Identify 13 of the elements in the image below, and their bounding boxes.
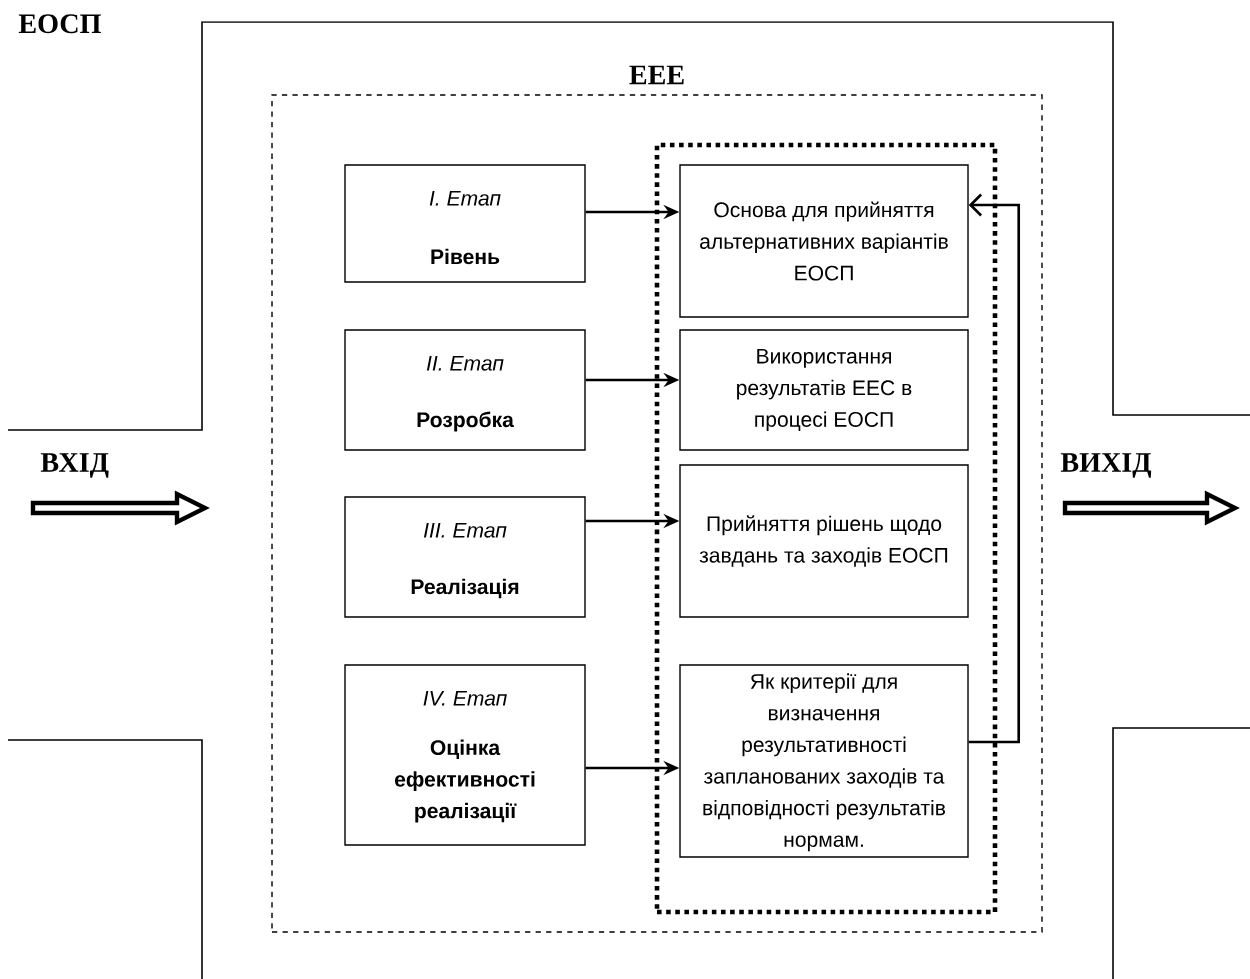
- node-label: ЕЕЕ: [629, 65, 684, 85]
- process-box: Використання результатів ЕЕС в процесі ЕОСП: [679, 329, 969, 451]
- process-box: Прийняття рішень щодо завдань та заходів ЕОСП: [679, 464, 969, 618]
- process-box: Основа для прийняття альтернативних варіантів ЕОСП: [679, 164, 969, 318]
- arrow: [968, 193, 1021, 744]
- heading: ВИХІД: [1060, 453, 1152, 478]
- process-box: III. Етап Реалізація: [344, 496, 586, 618]
- process-box: II. Етап Розробка: [344, 329, 586, 451]
- process-box: Як критерії для визначення результативності запланованих заходів та відповідності результатів нормам.: [679, 664, 969, 858]
- process-box: I. Етап Рівень: [344, 164, 586, 283]
- process-box: IV. Етап Оцінка ефективності реалізації: [344, 664, 586, 846]
- heading: ВХІД: [40, 453, 109, 478]
- dotted-frame: [654, 142, 998, 915]
